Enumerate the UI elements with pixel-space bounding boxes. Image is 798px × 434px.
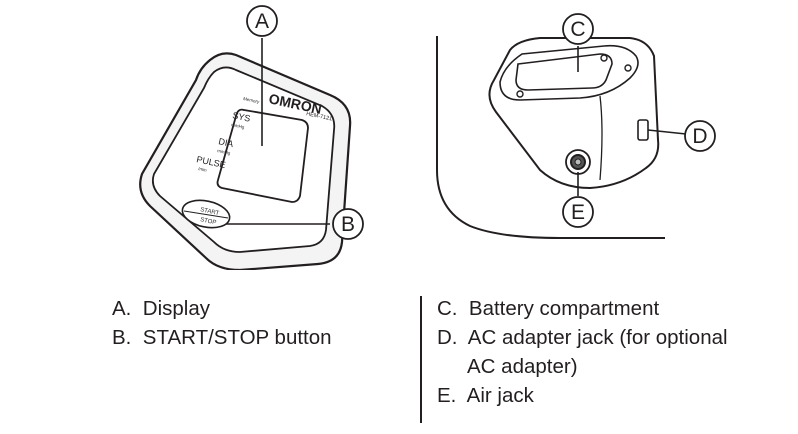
legend-item-c: C. Battery compartment [437,297,659,321]
legend-key: E. [437,384,457,407]
legend-key: C. [437,297,458,320]
callout-c-letter: C [570,18,585,41]
callout-a-letter: A [255,10,269,33]
legend-item-e: E. Air jack [437,384,534,408]
model-number: HEM-7121 [306,111,333,122]
legend-text: AC adapter jack (for optional [467,326,728,349]
table-surface-edge [436,36,665,239]
ac-adapter-jack[interactable] [637,119,649,141]
start-label: START [200,207,220,217]
legend-key: A. [112,297,132,320]
display-window [216,108,309,203]
legend-key: D. [437,326,458,349]
callout-d-letter: D [692,125,707,148]
rear-screw [600,54,608,62]
legend-key: B. [112,326,132,349]
callout-e-circle [562,196,594,228]
legend-text: START/STOP button [142,326,332,349]
dia-unit: mmHg [217,148,231,156]
legend-text: Air jack [466,384,534,407]
front-view [139,38,352,270]
legend-item-d: D. AC adapter jack (for optional [437,326,728,350]
callout-c-circle [562,13,594,45]
legend-item-b: B. START/STOP button [112,326,332,350]
sys-label: SYS [232,110,252,124]
callout-d-circle [684,120,716,152]
rear-screw [516,90,524,98]
button-divider [183,210,229,219]
pulse-unit: /min [198,166,208,173]
air-jack-core [574,158,582,166]
memory-label: Memory [243,96,261,104]
device-diagram: OMRON HEM-7121 SYS mmHg Memory DIA mmHg … [139,5,716,270]
stop-label: STOP [200,217,217,226]
sys-unit: mmHg [231,122,245,130]
legend-text: Display [142,297,210,320]
battery-compartment [515,53,613,91]
rear-screw [624,64,632,72]
legend-text: AC adapter) [467,355,578,378]
legend-item-a: A. Display [112,297,210,321]
rear-crease [599,95,603,181]
callout-d-leader [647,129,687,135]
callout-b-circle [332,208,364,240]
callout-e-letter: E [571,201,585,224]
dia-label: DIA [218,136,235,149]
legend-item-d-continued: AC adapter) [467,355,578,379]
rear-view [436,36,687,239]
callout-a-circle [246,5,278,37]
legend-text: Battery compartment [468,297,660,320]
legend-divider [420,296,422,423]
callout-b-letter: B [341,213,355,236]
